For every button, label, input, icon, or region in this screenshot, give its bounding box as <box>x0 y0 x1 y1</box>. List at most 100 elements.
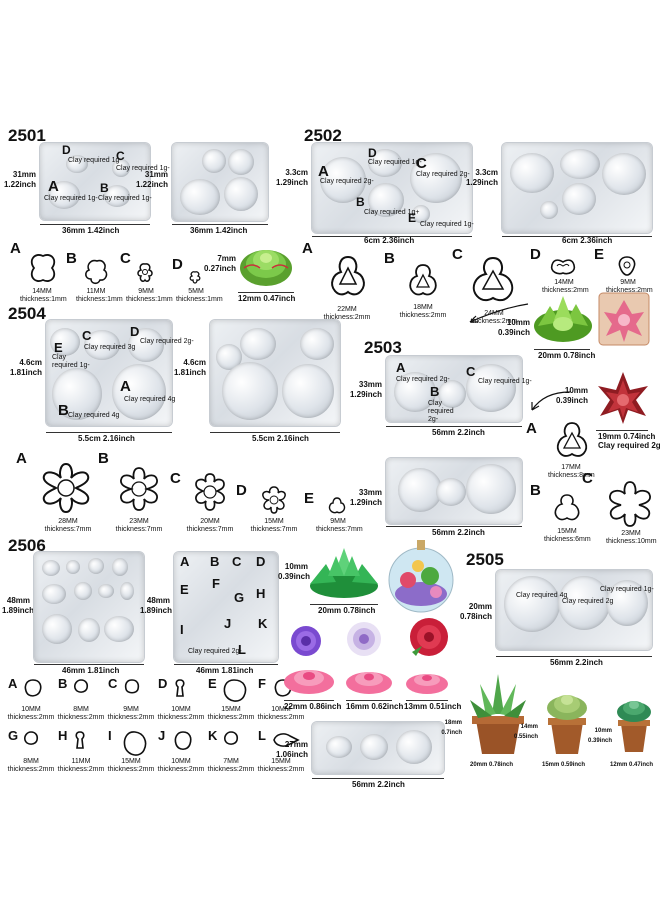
purple-rose-photo <box>291 626 321 656</box>
shape-2502-B-icon <box>409 264 437 296</box>
mold-2506b-width: 46mm 1.81inch <box>196 666 254 675</box>
section-title-2502: 2502 <box>304 126 342 145</box>
shape-2504-D-icon <box>262 486 286 514</box>
label-C: C <box>116 149 125 163</box>
tray-2505-side-mold <box>312 722 444 774</box>
shape-2503-C-icon <box>609 481 651 527</box>
label-E: E <box>54 340 63 355</box>
clay-A: Clay required 2g- <box>396 376 450 383</box>
curved-arrow-icon <box>531 391 571 411</box>
label-C: C <box>232 554 242 569</box>
mold-2506-photo <box>34 552 144 662</box>
mold-2501b-width: 36mm 1.42inch <box>190 226 248 235</box>
white-purple-rose-photo <box>347 622 381 656</box>
section-title-2503: 2503 <box>364 338 402 357</box>
shape-2504-B-letter: B <box>98 450 109 467</box>
clay-left: Clay required 4g <box>516 592 568 599</box>
potted-succulent-medium-photo <box>547 695 587 754</box>
pink-rose-3-photo <box>406 674 448 694</box>
shape-2502-E-letter: E <box>594 246 605 263</box>
mold-2504-labeled: E Clay required 1g- C Clay required 3g D… <box>46 320 194 426</box>
clay-right: Clay required 1g- <box>600 586 654 593</box>
label-C: C <box>82 328 92 343</box>
clay-E: Clay required 1g- <box>420 221 474 228</box>
label-I: I <box>180 622 184 637</box>
shape-2504-C-icon <box>195 473 225 511</box>
label-B: B <box>100 181 109 195</box>
mold-2502-width: 6cm 2.36inch <box>364 236 415 245</box>
clay-C: Clay required 1g- <box>478 378 532 385</box>
shape-2501-D-letter: D <box>172 256 183 273</box>
clay-E: Clay required 1g- <box>52 354 90 369</box>
resin-succulent-photo <box>598 292 650 346</box>
shape-2506-L-icon <box>273 733 300 747</box>
pot3-width: 12mm 0.47inch <box>610 762 654 768</box>
rose1-width: 22mm 0.86inch <box>284 702 342 711</box>
shape-2502-E-icon <box>618 256 636 276</box>
shape-2506-G-icon <box>24 731 39 745</box>
shape-2502-D-letter: D <box>530 246 541 263</box>
mold-2505-width: 56mm 2.2inch <box>550 658 603 667</box>
label-D: D <box>130 324 140 339</box>
label-J: J <box>224 616 232 631</box>
mold-2501-photo <box>172 143 268 221</box>
succulent-photo-2501 <box>240 250 292 286</box>
mold-2501-labeled: D Clay required 1g- C Clay required 1g- … <box>40 143 170 220</box>
shape-2506-C-letter: C <box>108 676 118 691</box>
label-H: H <box>256 586 266 601</box>
curved-arrow-icon <box>469 303 529 323</box>
shape-2501-C-icon <box>137 263 153 282</box>
shape-2506-E-letter: E <box>208 676 217 691</box>
mold-2506-labeled: A B C D E F G H I J K L Clay required 2g… <box>174 552 278 662</box>
label-A: A <box>396 360 406 375</box>
pink-rose-1-photo <box>284 670 334 694</box>
mold-2502b-width: 6cm 2.36inch <box>562 236 613 245</box>
shape-2506-D-icon <box>175 679 185 697</box>
mold-2503b-width: 56mm 2.2inch <box>432 528 485 537</box>
shape-2502-D-icon <box>550 259 576 275</box>
shape-2503-B-icon <box>554 494 580 521</box>
shape-2502-C-icon <box>472 256 514 302</box>
photo-2503-width: 19mm 0.74inch <box>598 432 656 441</box>
shape-2503-B-letter: B <box>530 482 541 499</box>
mold-2504-width: 5.5cm 2.16inch <box>78 434 135 443</box>
mold-2503-width: 56mm 2.2inch <box>432 428 485 437</box>
shape-2506-J-icon <box>174 731 192 751</box>
shape-2506-L-letter: L <box>258 728 266 743</box>
label-B: B <box>210 554 220 569</box>
shape-2504-B-icon <box>120 467 158 511</box>
mold-2505: Clay required 4g Clay required 2g Clay r… <box>496 570 654 650</box>
clay-mid: Clay required 2g <box>562 598 614 605</box>
shape-2504-A-icon <box>42 462 90 514</box>
clay-B: Clay required 1g+ <box>364 209 420 216</box>
label-A: A <box>120 378 131 395</box>
shape-2504-D-letter: D <box>236 482 247 499</box>
label-B: B <box>430 384 440 399</box>
pot1-width: 20mm 0.78inch <box>470 762 514 768</box>
terrarium-pendant-photo <box>388 540 454 613</box>
clay-A: Clay required 2g- <box>320 178 374 185</box>
section-title-2504: 2504 <box>8 304 46 323</box>
shape-2506-I-icon <box>123 731 147 756</box>
